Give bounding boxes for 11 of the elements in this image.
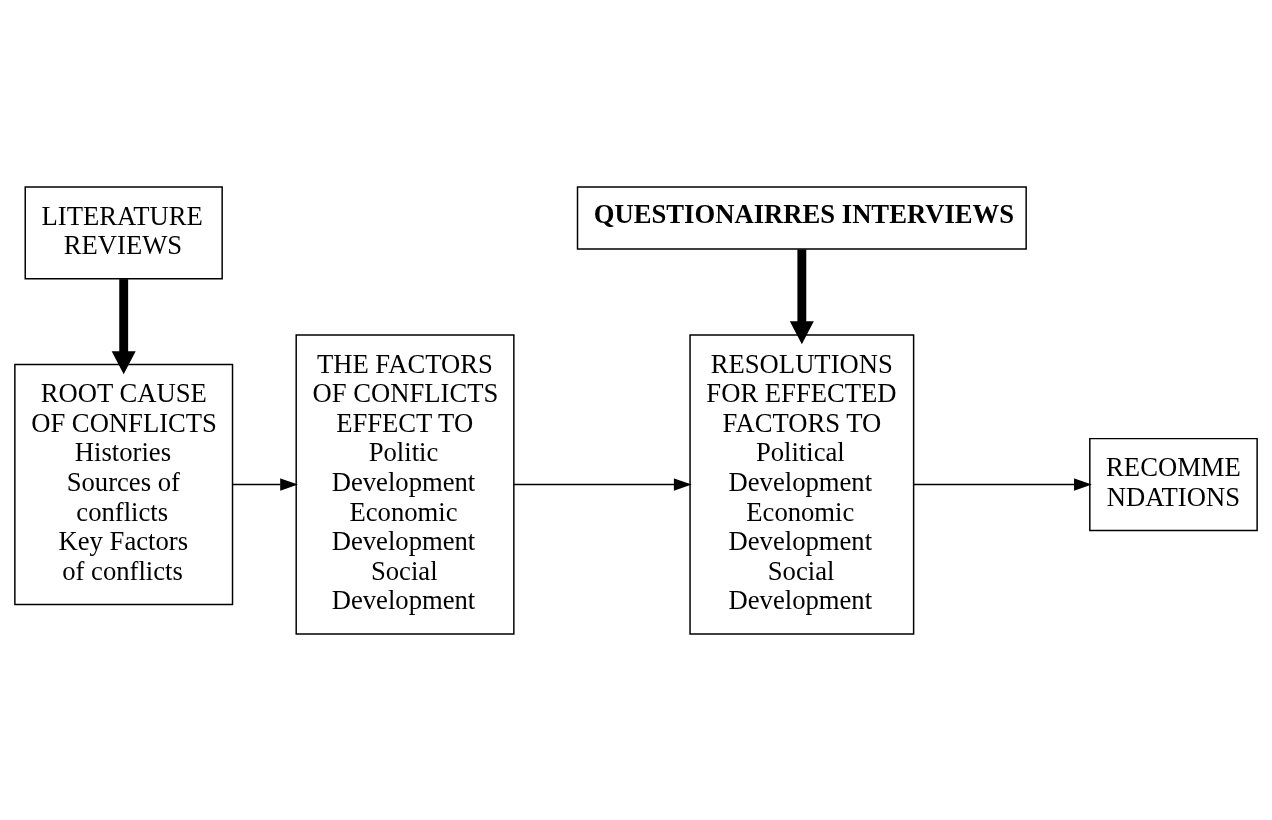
arrow — [789, 248, 814, 344]
arrow — [232, 477, 298, 491]
node-box: LITERATURE REVIEWS — [24, 185, 223, 279]
node-box: QUESTIONAIRRES INTERVIEWS — [576, 185, 1027, 250]
node-box: RECOMME NDATIONS — [1089, 437, 1258, 531]
arrow — [913, 477, 1092, 491]
node-box: RESOLUTIONS FOR EFFECTED FACTORS TO Political Development Economic Development Social Development — [689, 333, 915, 635]
node-box: ROOT CAUSE OF CONFLICTS Histories Sources of conflicts Key Factors of conflicts — [14, 363, 234, 605]
arrow — [111, 278, 136, 374]
node-box: THE FACTORS OF CONFLICTS EFFECT TO Politic Development Economic Development Social Development — [295, 333, 515, 635]
arrow — [513, 477, 692, 491]
